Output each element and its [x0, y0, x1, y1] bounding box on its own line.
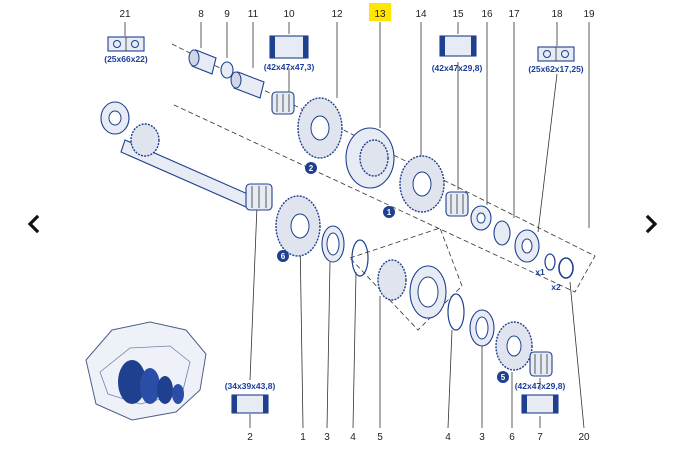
gear-12 — [297, 97, 343, 159]
callout-5[interactable]: 5 — [377, 432, 383, 443]
circlips-19-20 — [544, 253, 574, 279]
needle-bearing-2 — [245, 183, 273, 211]
svg-text:2: 2 — [309, 164, 314, 173]
callout-8[interactable]: 8 — [198, 9, 204, 20]
callout-9[interactable]: 9 — [224, 9, 230, 20]
gearbox-housing-thumbnail — [85, 321, 207, 421]
synchro-ring-3b — [469, 309, 495, 347]
callout-10[interactable]: 10 — [283, 9, 295, 20]
callout-17[interactable]: 17 — [508, 9, 520, 20]
callout-4b[interactable]: 4 — [445, 432, 451, 443]
gear-badge-5: 5 — [497, 371, 509, 383]
dimension-21: (25x66x22) — [104, 54, 148, 64]
needle-bearing-icon-10 — [269, 35, 309, 59]
needle-bearing-icon-7 — [521, 394, 559, 414]
needle-bearing-icon-15 — [439, 35, 477, 57]
dimension-7: (42x47x29,8) — [515, 381, 566, 391]
callout-16[interactable]: 16 — [481, 9, 493, 20]
callout-1[interactable]: 1 — [300, 432, 306, 443]
needle-bearing-7 — [529, 351, 553, 377]
spring-ring-4b — [447, 293, 465, 331]
shim-count-x1: x1 — [535, 267, 545, 277]
gear-badge-2: 2 — [305, 162, 317, 174]
callout-18[interactable]: 18 — [551, 9, 563, 20]
spacer-11 — [230, 71, 265, 99]
gear-14 — [399, 155, 445, 213]
svg-text:5: 5 — [501, 373, 506, 382]
synchro-ring-3a — [321, 225, 345, 263]
callout-6[interactable]: 6 — [509, 432, 515, 443]
leader-lines-bottom — [249, 205, 585, 429]
next-diagram-button[interactable] — [637, 207, 667, 241]
callout-14[interactable]: 14 — [415, 9, 427, 20]
callout-3a[interactable]: 3 — [324, 432, 330, 443]
washer-17 — [493, 220, 511, 246]
svg-text:1: 1 — [387, 208, 392, 217]
gear-badge-1: 1 — [383, 206, 395, 218]
primary-shaft — [100, 101, 251, 208]
needle-bearing-icon-2 — [231, 394, 269, 414]
sleeve-16 — [470, 205, 492, 231]
callout-13[interactable]: 13 — [374, 9, 386, 20]
gear-1 — [275, 195, 321, 257]
callout-11[interactable]: 11 — [248, 9, 259, 20]
callout-15[interactable]: 15 — [452, 9, 464, 20]
callout-20[interactable]: 20 — [578, 432, 590, 443]
sleeve-8 — [188, 49, 217, 75]
previous-diagram-button[interactable] — [18, 207, 48, 241]
svg-text:6: 6 — [281, 252, 286, 261]
bearing-icon-18 — [537, 46, 575, 62]
gear-badge-6: 6 — [277, 250, 289, 262]
needle-bearing-10 — [271, 91, 295, 115]
callout-7[interactable]: 7 — [537, 432, 543, 443]
dimension-10: (42x47x47,3) — [264, 62, 315, 72]
chevron-left-icon — [27, 215, 40, 233]
dimension-18: (25x62x17,25) — [528, 64, 583, 74]
leader-lines-top — [124, 22, 590, 233]
callout-19[interactable]: 19 — [583, 9, 595, 20]
callout-3b[interactable]: 3 — [479, 432, 485, 443]
ball-bearing-18 — [514, 229, 540, 263]
callout-12[interactable]: 12 — [331, 9, 343, 20]
dimension-2: (34x39x43,8) — [225, 381, 276, 391]
synchro-sleeve-5 — [377, 259, 447, 319]
callout-4a[interactable]: 4 — [350, 432, 356, 443]
shim-count-x2: x2 — [551, 282, 561, 292]
callout-21[interactable]: 21 — [119, 9, 131, 20]
washer-9 — [220, 61, 234, 79]
synchro-hub-13 — [345, 127, 395, 189]
bearing-icon-21 — [107, 36, 145, 52]
spring-ring-4a — [351, 239, 369, 277]
needle-bearing-15 — [445, 191, 469, 217]
chevron-right-icon — [645, 215, 658, 233]
highlight-box-13 — [369, 3, 391, 21]
callout-2[interactable]: 2 — [247, 432, 253, 443]
dimension-15: (42x47x29,8) — [432, 63, 483, 73]
gear-6 — [495, 321, 533, 371]
